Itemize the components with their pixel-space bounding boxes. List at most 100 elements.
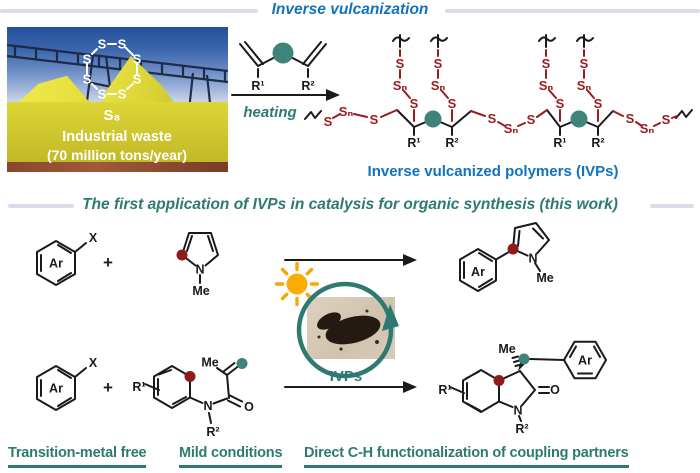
- n-atom: N: [528, 252, 537, 266]
- section2-rule-right: [650, 204, 694, 208]
- section1-title: Inverse vulcanization: [271, 1, 429, 18]
- ar-label: Ar: [578, 354, 592, 368]
- sulfur-pile-base: [7, 102, 228, 167]
- alkene-node-teal: [236, 358, 248, 369]
- s8-ring-overlay: S S S S S S S S S₈ Industrial waste (70 …: [47, 37, 187, 164]
- sn-unit: Sₙ: [393, 78, 408, 93]
- n-atom: N: [203, 399, 212, 413]
- sn-unit: Sₙ: [431, 78, 446, 93]
- ch-site-node-red: [176, 249, 188, 261]
- me-label: Me: [201, 356, 218, 370]
- substrate-bonds: [144, 362, 243, 424]
- sulfur-stockpile-photo: S S S S S S S S S₈ Industrial waste (70 …: [7, 27, 228, 172]
- arrow-head: [326, 89, 340, 101]
- recycle-arrow-head: [382, 304, 399, 331]
- me-label: Me: [498, 342, 515, 356]
- me-label: Me: [536, 271, 553, 285]
- s-atom: S: [118, 87, 127, 102]
- aryl-halide-1: Ar X: [36, 233, 98, 286]
- feature-tag-1: Transition-metal free: [8, 445, 147, 468]
- s-atom: S: [98, 37, 107, 52]
- polymer-sulfur-bonds: [332, 49, 678, 127]
- n-atom: N: [195, 263, 204, 277]
- r1-label: R¹: [132, 380, 145, 394]
- ivp-material-photo: [307, 297, 395, 359]
- polymer-caption: Inverse vulcanized polymers (IVPs): [367, 163, 619, 180]
- x-label: X: [89, 358, 98, 370]
- r1-label: R¹: [407, 136, 420, 150]
- product1-bonds: [459, 222, 550, 292]
- x-label: X: [89, 233, 98, 245]
- s-atom: S: [542, 56, 551, 71]
- recycle-circle: [296, 281, 394, 379]
- ar-label: Ar: [49, 382, 63, 396]
- new-bond-node-teal: [518, 353, 530, 365]
- s-atom: S: [594, 96, 603, 111]
- o-atom: O: [550, 383, 560, 397]
- s-atom: S: [434, 56, 443, 71]
- arrow-head: [403, 254, 417, 266]
- monomer-bonds: [239, 41, 327, 78]
- new-bond-node-red: [507, 243, 519, 255]
- arx-bonds: [36, 365, 87, 411]
- r1-label: R¹: [438, 383, 451, 397]
- plus-sign: +: [103, 378, 113, 397]
- heating-label: heating: [243, 104, 297, 121]
- s-atom: S: [488, 111, 497, 126]
- r2-label: R²: [445, 136, 458, 150]
- sn-unit: Sₙ: [640, 121, 655, 136]
- new-bond-node-red: [493, 375, 505, 386]
- catalyst-label: IVPs: [329, 368, 363, 385]
- s8-label: S₈: [103, 107, 120, 124]
- sun-rays: [275, 262, 319, 306]
- reaction-arrow-2: [284, 381, 417, 393]
- powder-speck: [375, 340, 379, 344]
- r2-label: R²: [206, 425, 219, 439]
- s-atom: S: [324, 114, 333, 129]
- section2-title: The first application of IVPs in catalys…: [82, 196, 618, 213]
- s-atom: S: [662, 112, 671, 127]
- powder-speck: [365, 309, 369, 313]
- ch-site-node-red: [184, 371, 196, 382]
- r2-label: R²: [301, 79, 314, 93]
- o-atom: O: [244, 400, 254, 414]
- r1-label: R¹: [251, 79, 264, 93]
- s8-ring-bonds: [86, 43, 138, 95]
- plus-sign: +: [103, 253, 113, 272]
- s-atom: S: [556, 96, 565, 111]
- s-atom: S: [370, 112, 379, 127]
- reaction-arrow-1: [284, 254, 417, 266]
- s-atom: S: [118, 37, 127, 52]
- arylated-pyrrole-product: Ar N Me: [459, 222, 554, 292]
- comonomer-core-node: [272, 42, 294, 64]
- s-atom: S: [396, 56, 405, 71]
- s-atom: S: [410, 96, 419, 111]
- header-rule-left: [0, 9, 258, 13]
- section2-rule-left: [8, 204, 74, 208]
- me-label: Me: [192, 284, 209, 298]
- ar-label: Ar: [471, 265, 485, 279]
- sn-unit: Sₙ: [539, 78, 554, 93]
- feature-tag-3: Direct C-H functionalization of coupling…: [304, 445, 629, 468]
- sn-unit: Sₙ: [577, 78, 592, 93]
- arx-bonds: [36, 240, 87, 286]
- powder-speck: [317, 335, 321, 339]
- arrow-head: [403, 381, 417, 393]
- powder-blob: [317, 312, 341, 330]
- sn-unit: Sₙ: [339, 104, 354, 119]
- powder-blob: [325, 315, 381, 345]
- s-atom: S: [626, 111, 635, 126]
- s-atom: S: [580, 56, 589, 71]
- s-atom: S: [83, 72, 92, 87]
- n-atom: N: [513, 404, 522, 418]
- photo-caption-2: (70 million tons/year): [47, 147, 187, 163]
- feature-tag-2: Mild conditions: [179, 445, 283, 468]
- s-atom: S: [98, 87, 107, 102]
- conveyor-gantry: [7, 43, 228, 132]
- r2-label: R²: [515, 422, 528, 436]
- oxindole-product: R¹ Ar N R² O Me: [438, 340, 607, 436]
- ar-label: Ar: [49, 257, 63, 271]
- methacrylamide-substrate: R¹ N R² O Me: [132, 356, 254, 440]
- comonomer-core-node: [424, 110, 442, 128]
